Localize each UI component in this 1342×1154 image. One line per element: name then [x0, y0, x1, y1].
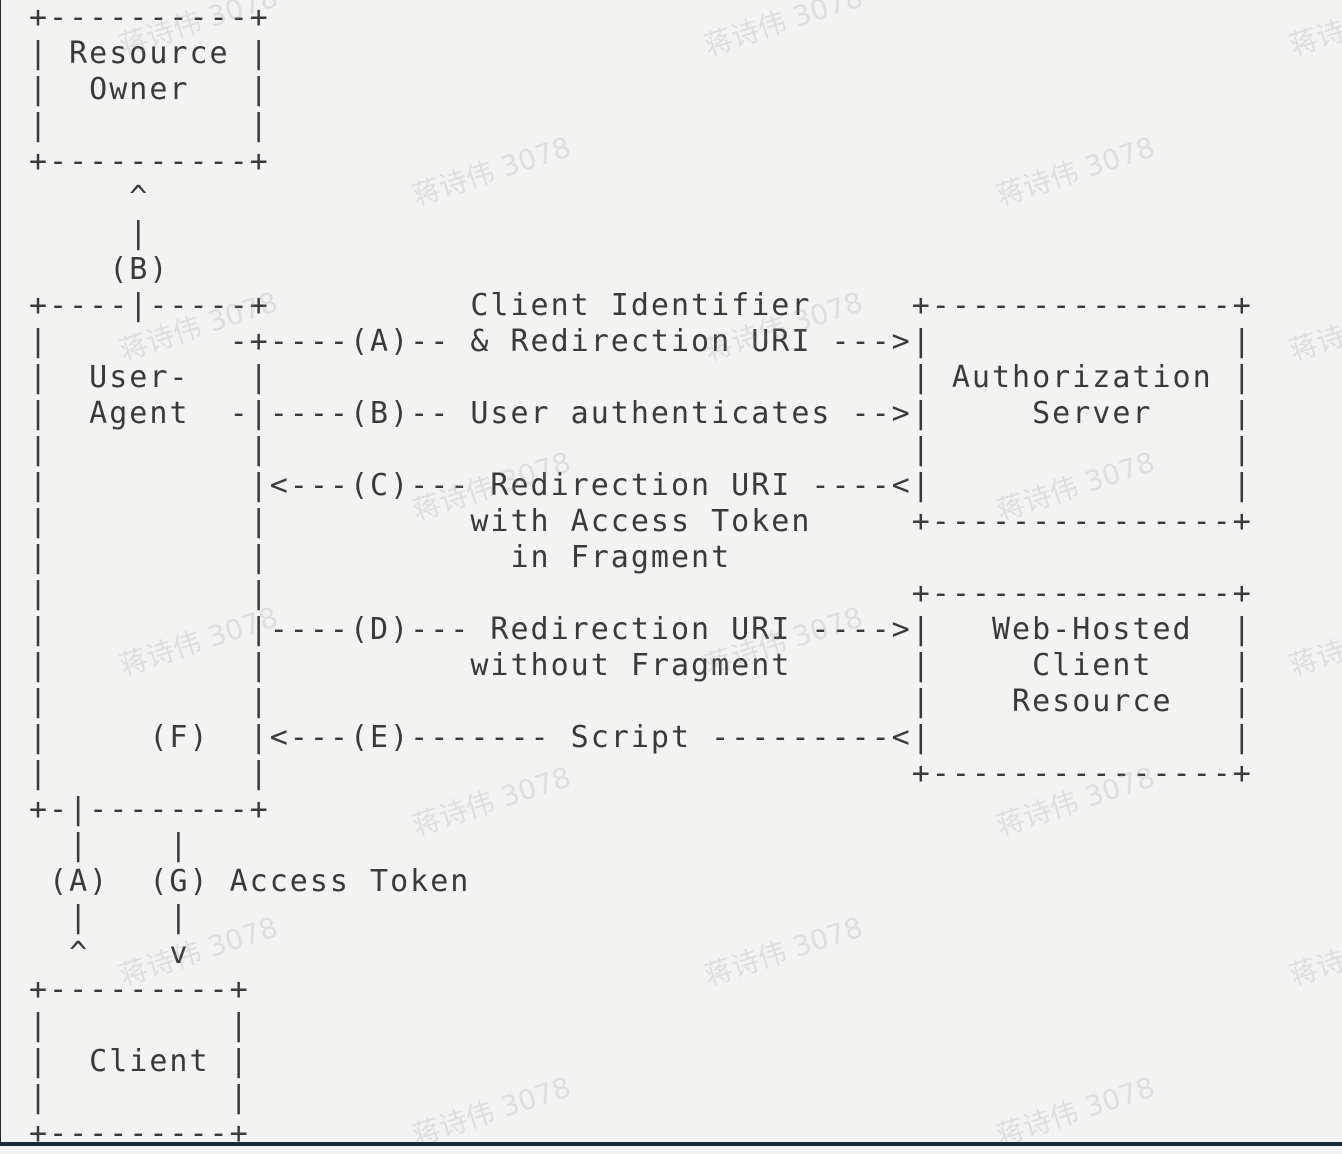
diagram-line: +---------+ — [29, 972, 250, 1007]
diagram-line: | | +---------------+ — [29, 756, 1253, 791]
diagram-line: ^ v — [29, 936, 190, 971]
diagram-line: | Client | — [29, 1044, 250, 1079]
diagram-line: (B) — [29, 252, 170, 287]
diagram-line: | | with Access Token +---------------+ — [29, 504, 1253, 539]
diagram-line: | Resource | — [29, 36, 270, 71]
diagram-line: | |----(D)--- Redirection URI ---->| Web… — [29, 612, 1253, 647]
diagram-line: +----------+ — [29, 144, 270, 179]
watermark: 蒋诗伟 3078 — [1285, 910, 1342, 993]
diagram-line: | | — [29, 1008, 250, 1043]
diagram-line: | | — [29, 900, 190, 935]
oauth-implicit-flow-diagram: +----------+| Resource || Owner || |+---… — [29, 0, 1253, 1152]
diagram-line: +---------+ — [29, 1116, 250, 1151]
diagram-line: | -+----(A)-- & Redirection URI --->| | — [29, 324, 1253, 359]
diagram-line: | | — [29, 1080, 250, 1115]
diagram-line: ^ — [29, 180, 150, 215]
diagram-line: | Owner | — [29, 72, 270, 107]
diagram-line: +----------+ — [29, 0, 270, 35]
watermark: 蒋诗伟 3078 — [1285, 285, 1342, 368]
diagram-line: +----|-----+ Client Identifier +--------… — [29, 288, 1253, 323]
diagram-line: | (F) |<---(E)------- Script ---------<|… — [29, 720, 1253, 755]
diagram-line: | | in Fragment — [29, 540, 732, 575]
diagram-line: | | — [29, 828, 190, 863]
watermark: 蒋诗伟 3078 — [1285, 600, 1342, 683]
watermark: 蒋诗伟 3078 — [1285, 0, 1342, 63]
diagram-line: | User- | | Authorization | — [29, 360, 1253, 395]
diagram-line: | | +---------------+ — [29, 576, 1253, 611]
diagram-line: | Agent -|----(B)-- User authenticates -… — [29, 396, 1253, 431]
diagram-line: (A) (G) Access Token — [29, 864, 471, 899]
bottom-border — [1, 1142, 1342, 1146]
diagram-line: | | without Fragment | Client | — [29, 648, 1253, 683]
diagram-line: | | | Resource | — [29, 684, 1253, 719]
diagram-line: | |<---(C)--- Redirection URI ----<| | — [29, 468, 1253, 503]
diagram-line: +-|--------+ — [29, 792, 270, 827]
diagram-line: | | — [29, 108, 270, 143]
diagram-line: | — [29, 216, 150, 251]
diagram-line: | | | | — [29, 432, 1253, 467]
